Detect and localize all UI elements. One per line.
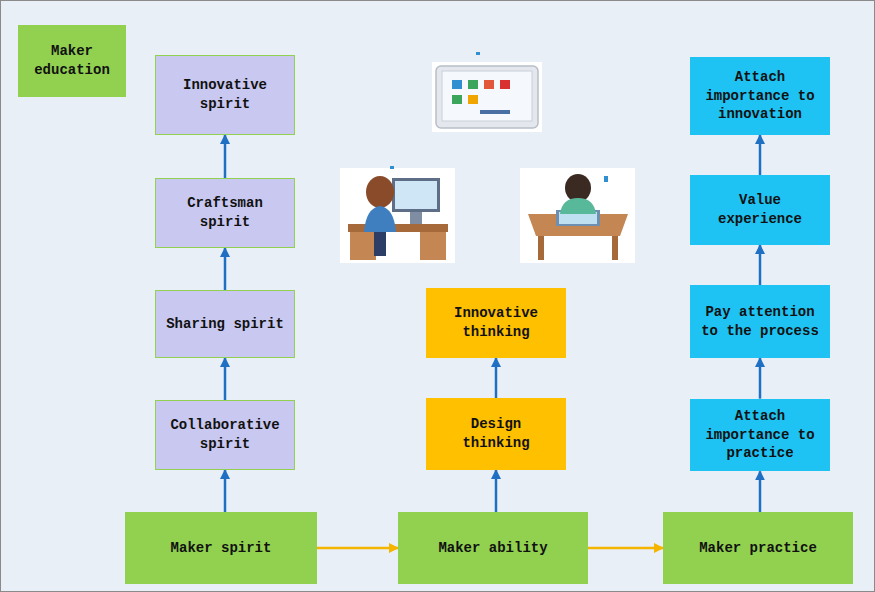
box-label: Maker ability — [432, 535, 553, 562]
box-label: Maker practice — [693, 535, 823, 562]
box-label: Value experience — [691, 187, 829, 233]
box-label: Innovative thinking — [427, 300, 565, 346]
flow-arrow — [224, 248, 227, 290]
concept-box: Attach importance to practice — [690, 399, 830, 472]
flow-arrow — [588, 547, 663, 550]
box-label: Design thinking — [427, 411, 565, 457]
concept-box: Collaborative spirit — [155, 400, 295, 470]
concept-box: Maker education — [18, 25, 126, 97]
concept-box: Maker practice — [663, 512, 853, 584]
box-label: Maker education — [19, 38, 125, 84]
box-label: Innovative spirit — [156, 72, 294, 118]
flow-arrow — [317, 547, 398, 550]
flow-arrow — [759, 135, 762, 175]
box-label: Sharing spirit — [160, 311, 290, 338]
concept-box: Maker ability — [398, 512, 588, 584]
flow-arrow — [224, 358, 227, 400]
flow-arrow — [495, 358, 498, 398]
flow-arrow — [759, 358, 762, 399]
concept-box: Attach importance to innovation — [690, 57, 830, 135]
student-with-tablet — [520, 168, 635, 263]
flow-arrow — [759, 245, 762, 285]
concept-box: Maker spirit — [125, 512, 317, 584]
box-label: Collaborative spirit — [156, 412, 294, 458]
concept-box: Pay attention to the process — [690, 285, 830, 358]
concept-box: Craftsman spirit — [155, 178, 295, 248]
box-label: Attach importance to practice — [691, 403, 829, 468]
student-at-computer — [340, 168, 455, 263]
flow-arrow — [224, 470, 227, 512]
concept-box: Sharing spirit — [155, 290, 295, 358]
flow-arrow — [495, 470, 498, 512]
box-label: Maker spirit — [165, 535, 278, 562]
flow-arrow — [759, 471, 762, 512]
concept-box: Value experience — [690, 175, 830, 245]
concept-box: Innovative spirit — [155, 55, 295, 135]
tablet-illustration — [432, 62, 542, 132]
box-label: Craftsman spirit — [156, 190, 294, 236]
box-label: Attach importance to innovation — [691, 64, 829, 129]
flow-arrow — [224, 135, 227, 178]
box-label: Pay attention to the process — [691, 299, 829, 345]
concept-box: Design thinking — [426, 398, 566, 470]
concept-box: Innovative thinking — [426, 288, 566, 358]
